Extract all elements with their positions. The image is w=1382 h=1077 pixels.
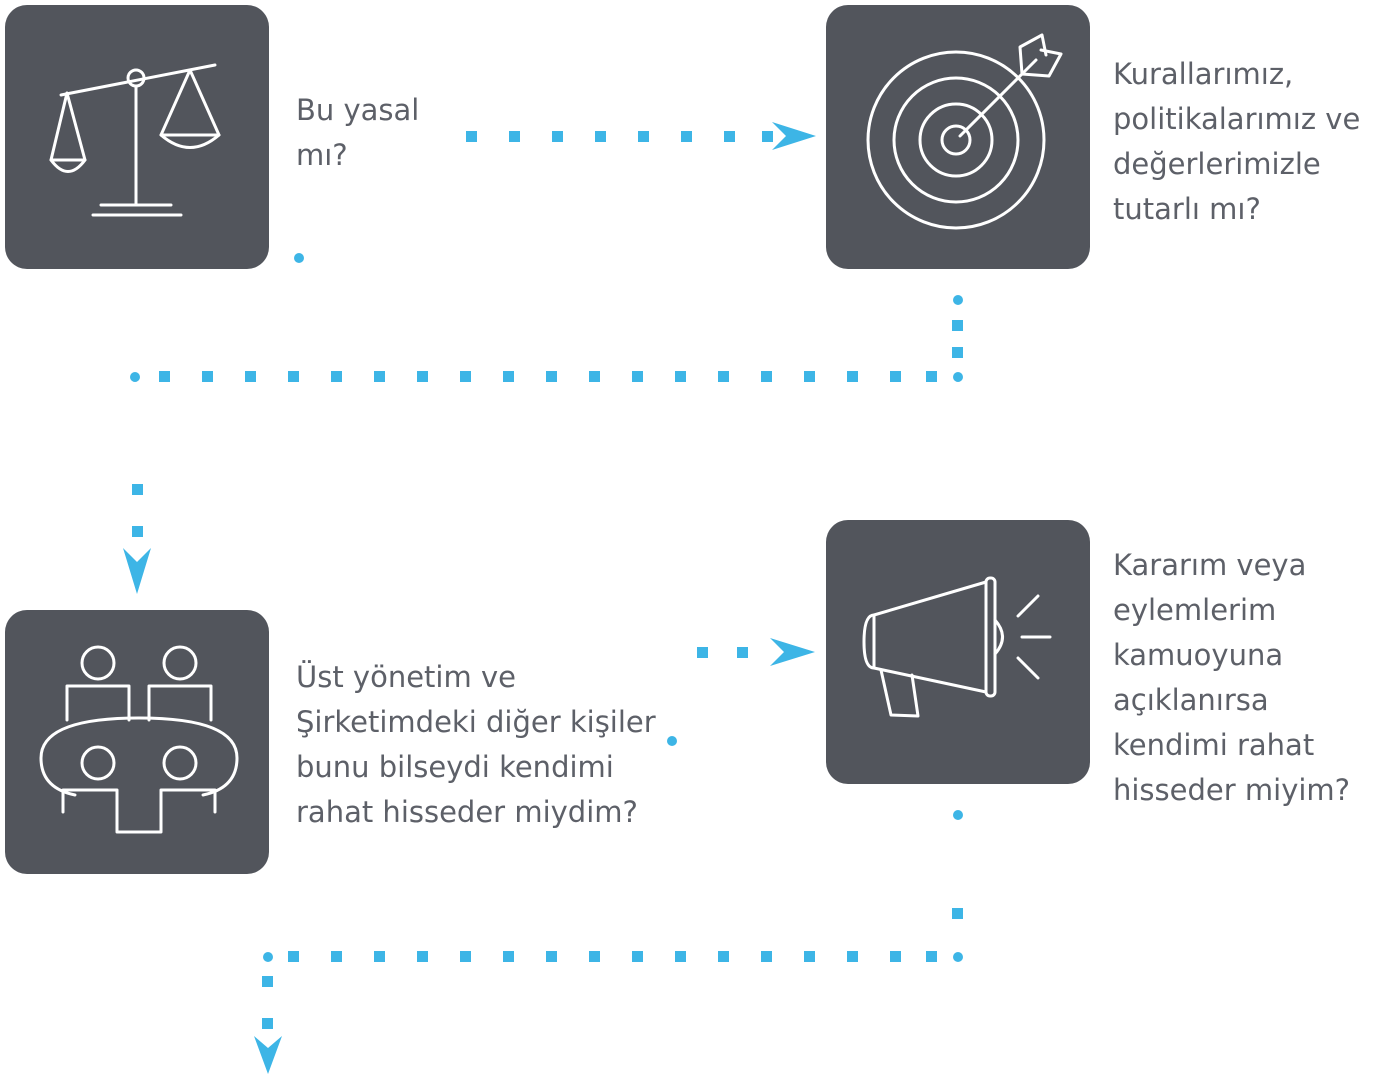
scales-of-justice-icon [49,63,221,217]
step-2-question: Kurallarımız, politikalarımız ve değerle… [1113,57,1361,226]
meeting-table-icon [39,645,239,834]
step-1-tile [5,5,269,269]
connector-1-to-2 [466,122,816,150]
step-3-tile [5,610,269,874]
step-4-question: Kararım veya eylemlerim kamuoyuna açıkla… [1113,548,1351,807]
step-3-question: Üst yönetim ve Şirketimdeki diğer kişile… [296,660,656,829]
connector-2-to-3 [123,253,963,594]
target-arrow-icon [866,33,1063,230]
step-1-question: Bu yasal mı? [296,93,420,172]
arrow-down-icon [254,1036,282,1074]
step-2-tile [826,5,1090,269]
arrow-right-icon [770,638,815,666]
arrow-right-icon [772,122,816,150]
connector-3-to-4 [667,638,815,746]
step-4-tile [826,520,1090,784]
connector-4-to-next [254,810,963,1074]
megaphone-icon [862,576,1052,718]
arrow-down-icon [123,548,151,594]
